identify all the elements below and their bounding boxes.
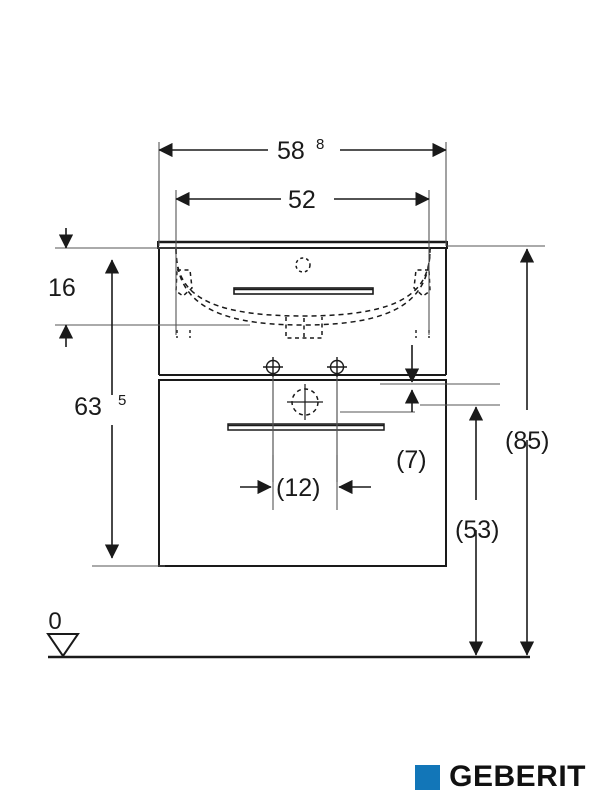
overall-width-value: 58 [277, 137, 305, 165]
geberit-logo-text: GEBERIT [449, 760, 586, 793]
handle-offset-value: (7) [396, 446, 427, 474]
basin-bowl-outline-hidden [175, 248, 431, 326]
basin-corner-ticks [176, 330, 430, 338]
siphon-position-marker [287, 384, 323, 420]
basin-top-rim [157, 240, 448, 249]
dimension-tap-spacing: (12) [240, 474, 371, 502]
tap-spacing-value: (12) [276, 474, 320, 502]
dimension-total-height: (85) [505, 248, 549, 656]
mounting-point-left [263, 357, 283, 377]
basin-front-slot [233, 287, 374, 295]
total-height-value: (85) [505, 427, 549, 455]
dimension-mounting-height: 63 5 [74, 259, 126, 559]
vanity-cabinet [158, 357, 447, 567]
dimension-overall-width: 58 8 [158, 136, 447, 165]
dimension-basin-height: 16 [48, 228, 76, 347]
dimension-cabinet-clearance: (53) [455, 406, 499, 656]
basin-body-outline [158, 248, 447, 376]
tap-hole [295, 257, 311, 273]
washbasin-assembly [157, 240, 448, 376]
cabinet-clearance-value: (53) [455, 516, 499, 544]
cabinet-width-value: 52 [288, 186, 316, 214]
basin-height-value: 16 [48, 274, 76, 302]
datum-label: 0 [48, 608, 61, 635]
floor-datum-marker: 0 [46, 608, 80, 658]
dimension-cabinet-width: 52 [175, 186, 430, 214]
mounting-point-right [327, 357, 347, 377]
mounting-height-value: 63 [74, 393, 102, 421]
dimension-handle-offset: (7) [396, 345, 427, 474]
extension-lines [55, 142, 545, 567]
overall-width-superscript: 8 [316, 136, 324, 153]
basin-waste-block [285, 317, 323, 339]
geberit-logo: GEBERIT [415, 762, 586, 792]
mounting-height-superscript: 5 [118, 392, 126, 409]
drawer-handle-slot [227, 423, 385, 431]
geberit-logo-mark [415, 764, 441, 790]
